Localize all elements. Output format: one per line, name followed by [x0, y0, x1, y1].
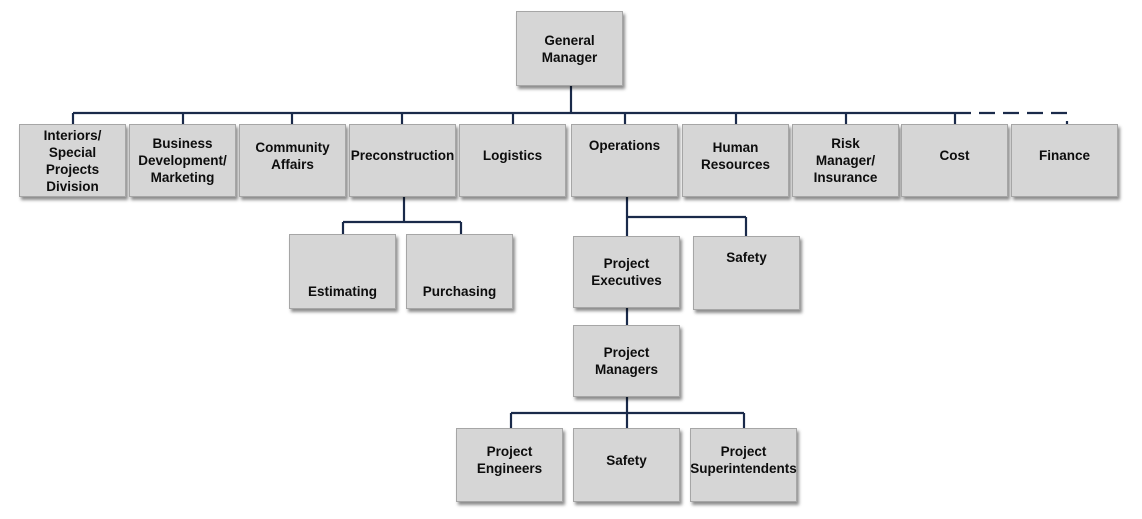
node-project-superintendents: Project Superintendents [690, 428, 797, 502]
node-safety-operations: Safety [693, 236, 800, 310]
node-logistics-label: Logistics [482, 148, 543, 163]
node-community-affairs: Community Affairs [239, 124, 346, 197]
node-finance: Finance [1011, 124, 1118, 197]
node-project-managers-label: Project Managers [594, 345, 659, 377]
node-estimating: Estimating [289, 234, 396, 309]
node-human-resources-label: Human Resources [700, 139, 771, 172]
node-safety-project-managers-label: Safety [606, 452, 647, 468]
node-project-engineers: Project Engineers [456, 428, 563, 502]
node-business-development-label: Business Development/ Marketing [138, 136, 227, 185]
node-general-manager: General Manager [516, 11, 623, 86]
node-finance-label: Finance [1038, 148, 1090, 163]
node-safety-operations-label: Safety [726, 250, 767, 265]
node-project-executives-label: Project Executives [591, 256, 662, 288]
node-cost: Cost [901, 124, 1008, 197]
node-preconstruction: Preconstruction [349, 124, 456, 197]
node-logistics: Logistics [459, 124, 566, 197]
node-community-affairs-label: Community Affairs [255, 139, 330, 172]
node-purchasing-label: Purchasing [422, 284, 497, 299]
node-operations: Operations [571, 124, 678, 197]
node-purchasing: Purchasing [406, 234, 513, 309]
node-risk-manager-label: Risk Manager/ Insurance [813, 136, 878, 185]
node-operations-label: Operations [588, 138, 661, 153]
node-risk-manager: Risk Manager/ Insurance [792, 124, 899, 197]
node-preconstruction-label: Preconstruction [350, 148, 455, 163]
node-cost-label: Cost [939, 148, 970, 163]
node-business-development: Business Development/ Marketing [129, 124, 236, 197]
node-general-manager-label: General Manager [541, 32, 598, 65]
node-project-superintendents-label: Project Superintendents [690, 444, 797, 476]
node-safety-project-managers: Safety [573, 428, 680, 502]
node-project-engineers-label: Project Engineers [476, 444, 543, 476]
node-estimating-label: Estimating [307, 284, 377, 299]
node-project-managers: Project Managers [573, 325, 680, 397]
connector-finance-dashed [955, 111, 1069, 124]
node-human-resources: Human Resources [682, 124, 789, 197]
node-interiors: Interiors/ Special Projects Division [19, 124, 126, 197]
node-project-executives: Project Executives [573, 236, 680, 308]
node-interiors-label: Interiors/ Special Projects Division [43, 127, 102, 194]
